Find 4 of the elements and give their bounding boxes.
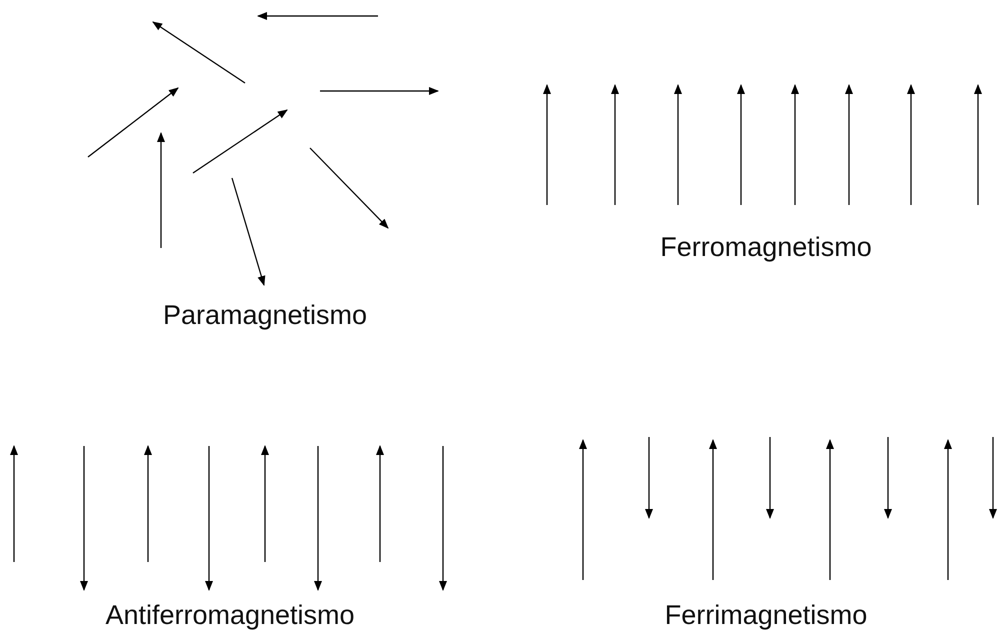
panel-caption: Ferromagnetismo — [660, 232, 872, 263]
panel-caption: Paramagnetismo — [162, 300, 368, 331]
panel-caption: Antiferromagnetismo — [105, 600, 355, 631]
panel-caption: Ferrimagnetismo — [664, 600, 868, 631]
